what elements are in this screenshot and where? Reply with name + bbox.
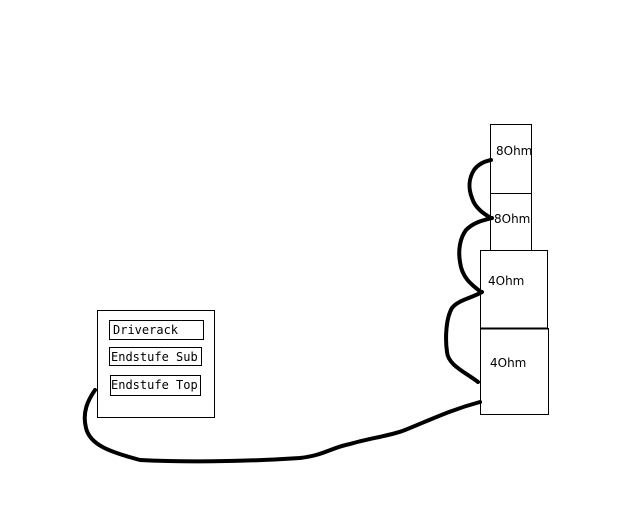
rack-module-box (109, 320, 204, 340)
speaker-lower-mid-4ohm: 4Ohm (480, 250, 548, 329)
rack-module-label: Driverack (113, 323, 179, 337)
speaker-cabinet (490, 124, 532, 194)
link-cable-lower-mid-to-upper-mid (457, 216, 494, 294)
link-cable-upper-mid-to-top (467, 158, 493, 220)
rack-module-endstufe-top: Endstufe Top (110, 375, 201, 396)
speaker-label: 8Ohm (496, 144, 532, 158)
rack-module-driverack: Driverack (109, 320, 204, 340)
rack: Driverack Endstufe Sub Endstufe Top (97, 310, 215, 418)
speaker-label: 4Ohm (488, 274, 524, 288)
cabling (82, 158, 494, 464)
rack-module-box (110, 375, 201, 396)
rack-module-endstufe-sub: Endstufe Sub (109, 347, 202, 366)
speaker-label: 8Ohm (494, 212, 530, 226)
rack-module-box (109, 347, 202, 366)
rack-module-label: Endstufe Top (111, 378, 198, 392)
speaker-cabinet (480, 250, 548, 329)
rack-module-label: Endstufe Sub (111, 350, 198, 364)
speaker-label: 4Ohm (490, 356, 526, 370)
speaker-stack: 8Ohm 8Ohm 4Ohm 4Ohm (480, 124, 549, 415)
main-cable (82, 388, 482, 464)
speaker-top-8ohm: 8Ohm (490, 124, 532, 194)
speaker-cabinet (480, 328, 549, 415)
rack-frame (97, 310, 215, 418)
speaker-upper-mid-8ohm: 8Ohm (490, 193, 532, 251)
speaker-bottom-4ohm: 4Ohm (480, 327, 549, 415)
link-cable-bottom-to-lower-mid (444, 290, 484, 384)
